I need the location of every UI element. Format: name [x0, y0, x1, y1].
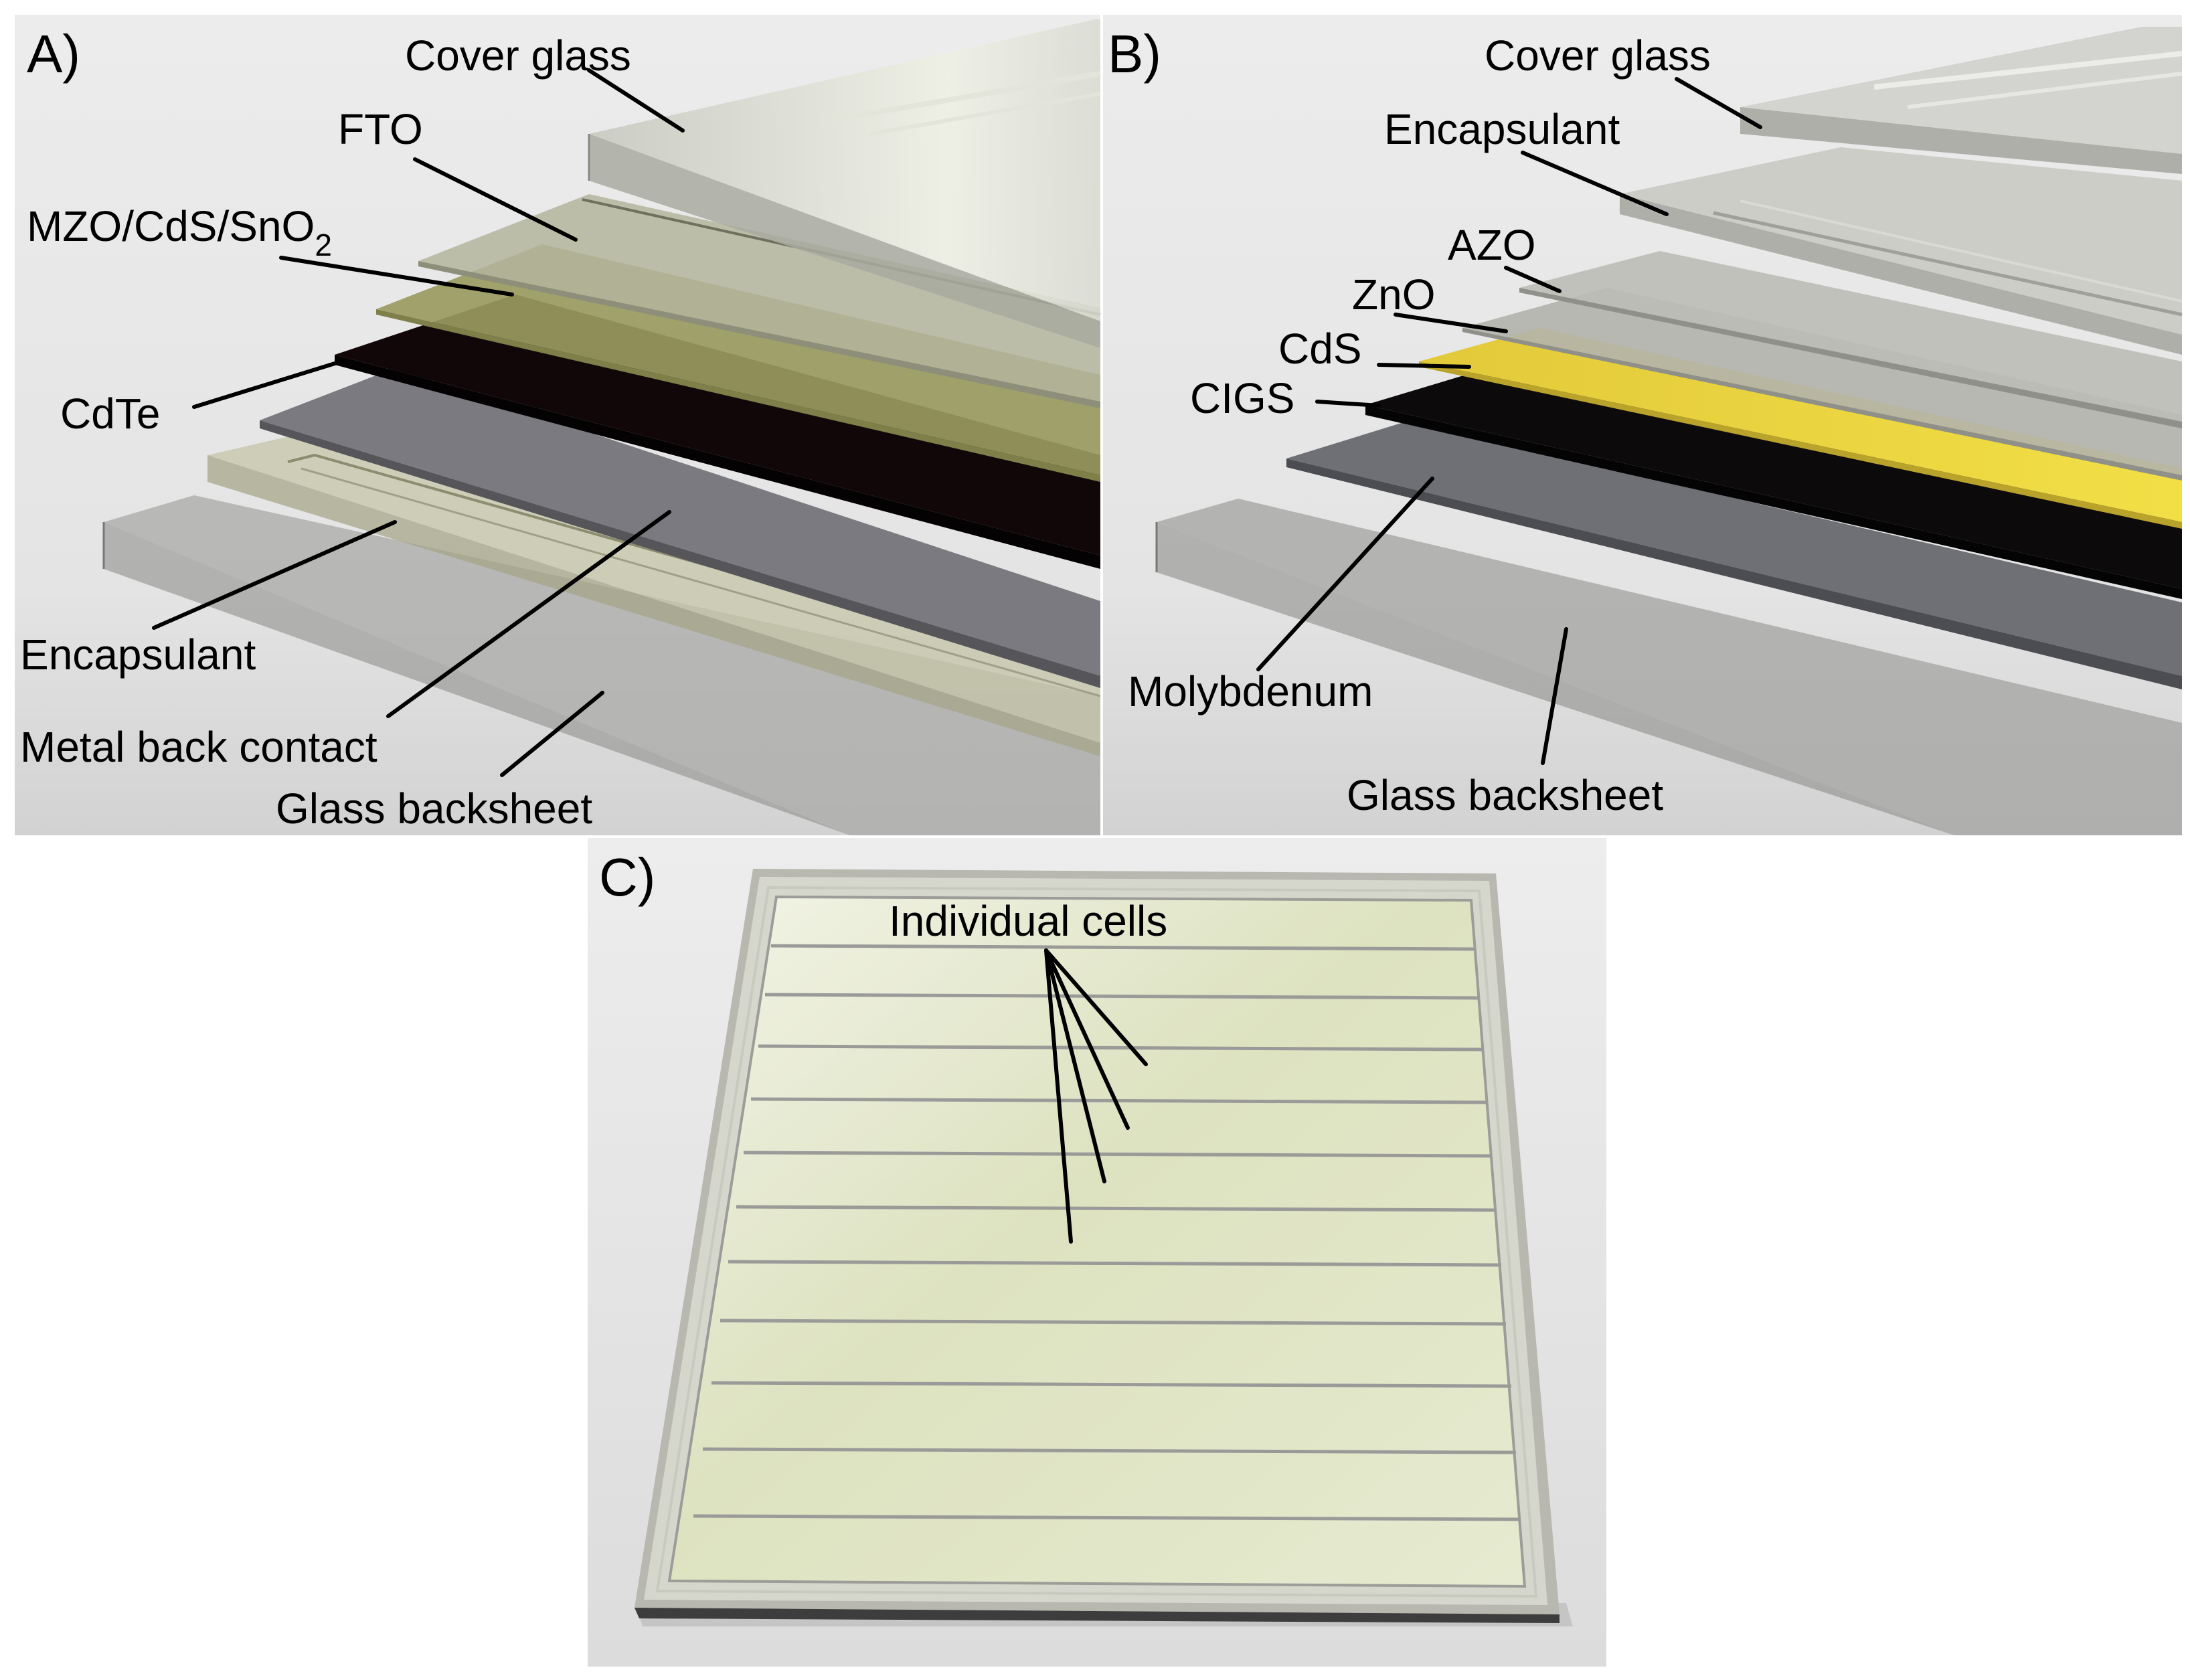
scribe-line: [758, 1044, 1484, 1052]
layer-azo: [1519, 251, 2182, 428]
panel-a: A) Cover glass FTO MZO/CdS/SnO2 CdTe Enc…: [15, 15, 1101, 835]
label-fto: FTO: [338, 105, 423, 153]
leader-mzo: [279, 256, 514, 297]
leaders-individual-cells: [1044, 948, 1148, 1244]
scribe-line: [770, 944, 1476, 951]
layer-cds: [1419, 328, 2182, 529]
leader-molybdenum: [1256, 477, 1434, 671]
leader-azo: [1504, 266, 1562, 293]
scribe-line: [743, 1151, 1492, 1158]
leader-glass-backsheet-b: [1541, 627, 1568, 765]
leader-fto: [413, 157, 578, 242]
label-mzo-main: MZO/CdS/SnO: [27, 202, 315, 250]
layer-cigs: [1365, 365, 2182, 599]
panel-b-letter: B): [1108, 24, 1161, 84]
label-glass-backsheet-a: Glass backsheet: [276, 784, 592, 833]
leader-encapsulant-b: [1521, 151, 1669, 216]
leader-cover-glass-b: [1675, 77, 1762, 129]
panel-a-letter: A): [27, 24, 80, 84]
scribe-line: [750, 1097, 1488, 1104]
scribe-line: [728, 1260, 1502, 1267]
layer-zno: [1462, 288, 2182, 481]
scribe-line: [693, 1514, 1521, 1521]
layer-mzo-cds-sno2: [376, 244, 1100, 482]
label-molybdenum: Molybdenum: [1128, 667, 1373, 716]
leader-encapsulant-a: [152, 520, 397, 630]
label-cds: CdS: [1278, 325, 1362, 373]
leader-cell-2: [1044, 948, 1130, 1130]
leader-zno: [1394, 313, 1508, 333]
scribe-line: [720, 1319, 1507, 1326]
layer-glass-backsheet-b: [1155, 499, 2182, 835]
layer-cover-glass-a: [588, 19, 1101, 348]
leader-cdte: [192, 359, 343, 409]
leader-cell-4: [1044, 948, 1073, 1244]
leader-cigs: [1315, 400, 1381, 408]
scribe-line: [736, 1205, 1497, 1212]
panel-b: B) Cover glass Encapsulant AZO ZnO CdS C…: [1103, 15, 2183, 835]
layer-molybdenum: [1286, 422, 2182, 689]
label-cdte: CdTe: [60, 390, 160, 438]
layer-metal-back-contact: [260, 368, 1100, 688]
panel-c-letter: C): [599, 847, 655, 907]
leader-cds: [1377, 363, 1471, 369]
label-cover-glass-b: Cover glass: [1485, 31, 1711, 80]
layer-cdte: [335, 295, 1100, 569]
leader-cover-glass-a: [587, 68, 685, 133]
label-mzo-subscript: 2: [315, 228, 332, 262]
label-cigs: CIGS: [1190, 374, 1294, 422]
scribe-lines: [693, 944, 1521, 1521]
leader-glass-backsheet-a: [500, 691, 604, 777]
leader-metal-back-contact: [386, 510, 671, 718]
label-individual-cells: Individual cells: [889, 897, 1167, 945]
label-metal-back-contact: Metal back contact: [20, 723, 377, 771]
scribe-line: [764, 993, 1480, 1000]
layer-glass-backsheet-a: [102, 495, 1100, 835]
scribe-line: [711, 1381, 1512, 1388]
leader-cell-1: [1044, 948, 1148, 1066]
layer-encapsulant-b: [1620, 147, 2183, 355]
layer-cover-glass-b: [1740, 27, 2183, 174]
cell-area: [669, 897, 1525, 1586]
panel-c: C) Individual cells: [588, 838, 1606, 1667]
label-encapsulant-b: Encapsulant: [1384, 105, 1620, 153]
label-cover-glass-a: Cover glass: [405, 31, 631, 80]
label-mzo-cds-sno2: MZO/CdS/SnO2: [27, 202, 332, 262]
label-zno: ZnO: [1352, 270, 1435, 319]
label-glass-backsheet-b: Glass backsheet: [1347, 771, 1663, 819]
leader-cell-3: [1044, 948, 1106, 1183]
solar-module: [635, 869, 1560, 1623]
label-encapsulant-a: Encapsulant: [20, 631, 256, 679]
scribe-line: [702, 1447, 1517, 1454]
label-azo: AZO: [1448, 221, 1536, 269]
